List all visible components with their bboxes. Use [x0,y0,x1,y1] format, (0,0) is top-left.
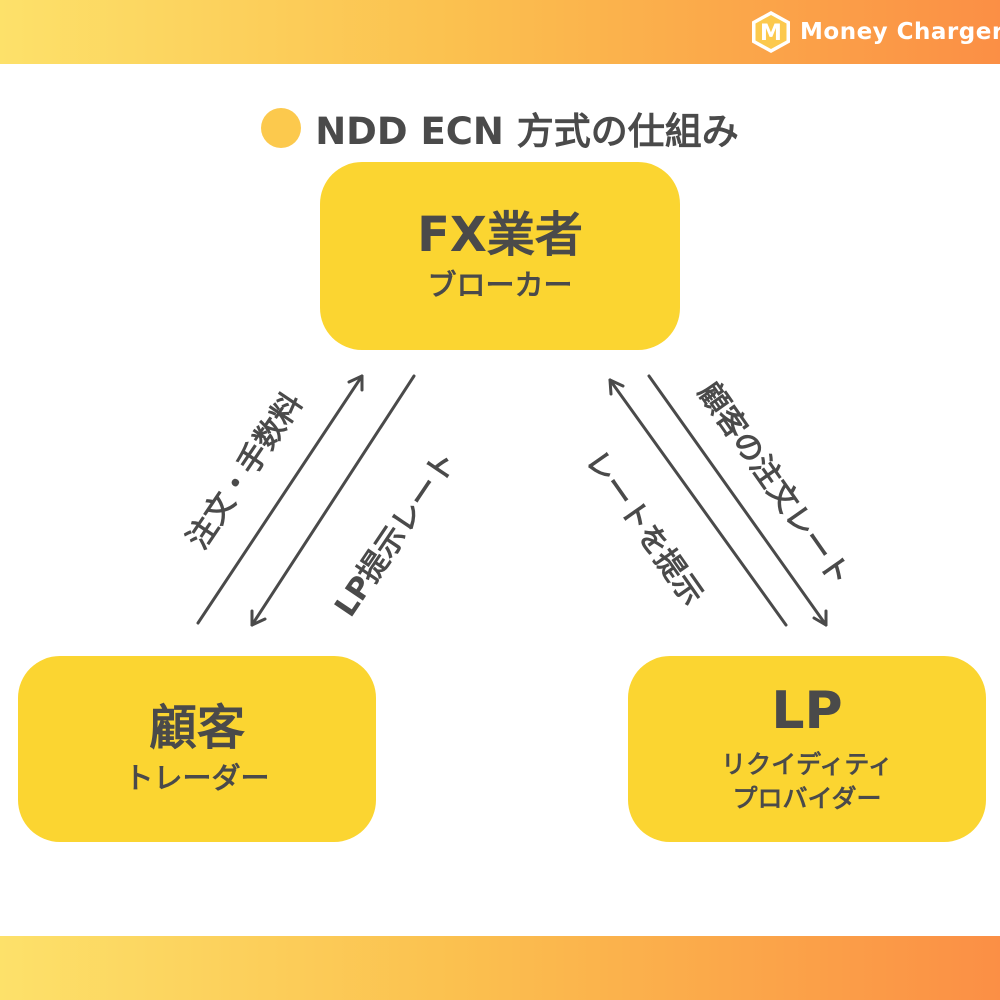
top-banner [0,0,1000,64]
svg-text:M: M [760,21,782,46]
arrow-client-to-fx [196,374,364,625]
arrow-fx-to-client [250,374,416,627]
arrowhead-lp-to-fx [608,378,625,396]
node-fx-broker: FX業者 ブローカー [320,162,680,350]
arrowhead-client-to-fx [347,374,364,392]
node-lp-subtitle-line2: プロバイダー [732,783,882,813]
title-bullet-icon [261,108,302,148]
hexagon-m-icon: M [752,11,790,53]
diagram-title: NDD ECN 方式の仕組み [0,100,1000,156]
arrowhead-fx-to-lp [812,609,828,627]
node-client-trader: 顧客 トレーダー [18,656,376,842]
node-fx-title: FX業者 [417,207,583,264]
node-lp-provider: LP リクイディティ プロバイダー [628,656,986,842]
arrow-fx-to-lp [647,374,828,627]
brand-name: Money Charger [800,19,1000,45]
node-client-subtitle: トレーダー [124,761,270,796]
node-lp-title: LP [771,681,843,742]
arrow-lp-to-fx [608,378,788,627]
node-lp-subtitle: リクイディティ プロバイダー [721,748,893,816]
node-fx-subtitle: ブローカー [427,268,573,303]
bottom-banner [0,936,1000,1000]
brand-logo: M Money Charger [748,10,1000,54]
node-lp-subtitle-line1: リクイディティ [721,750,893,780]
node-client-title: 顧客 [148,700,245,757]
title-text: NDD ECN 方式の仕組み [315,110,739,153]
arrowhead-fx-to-client [250,609,267,627]
